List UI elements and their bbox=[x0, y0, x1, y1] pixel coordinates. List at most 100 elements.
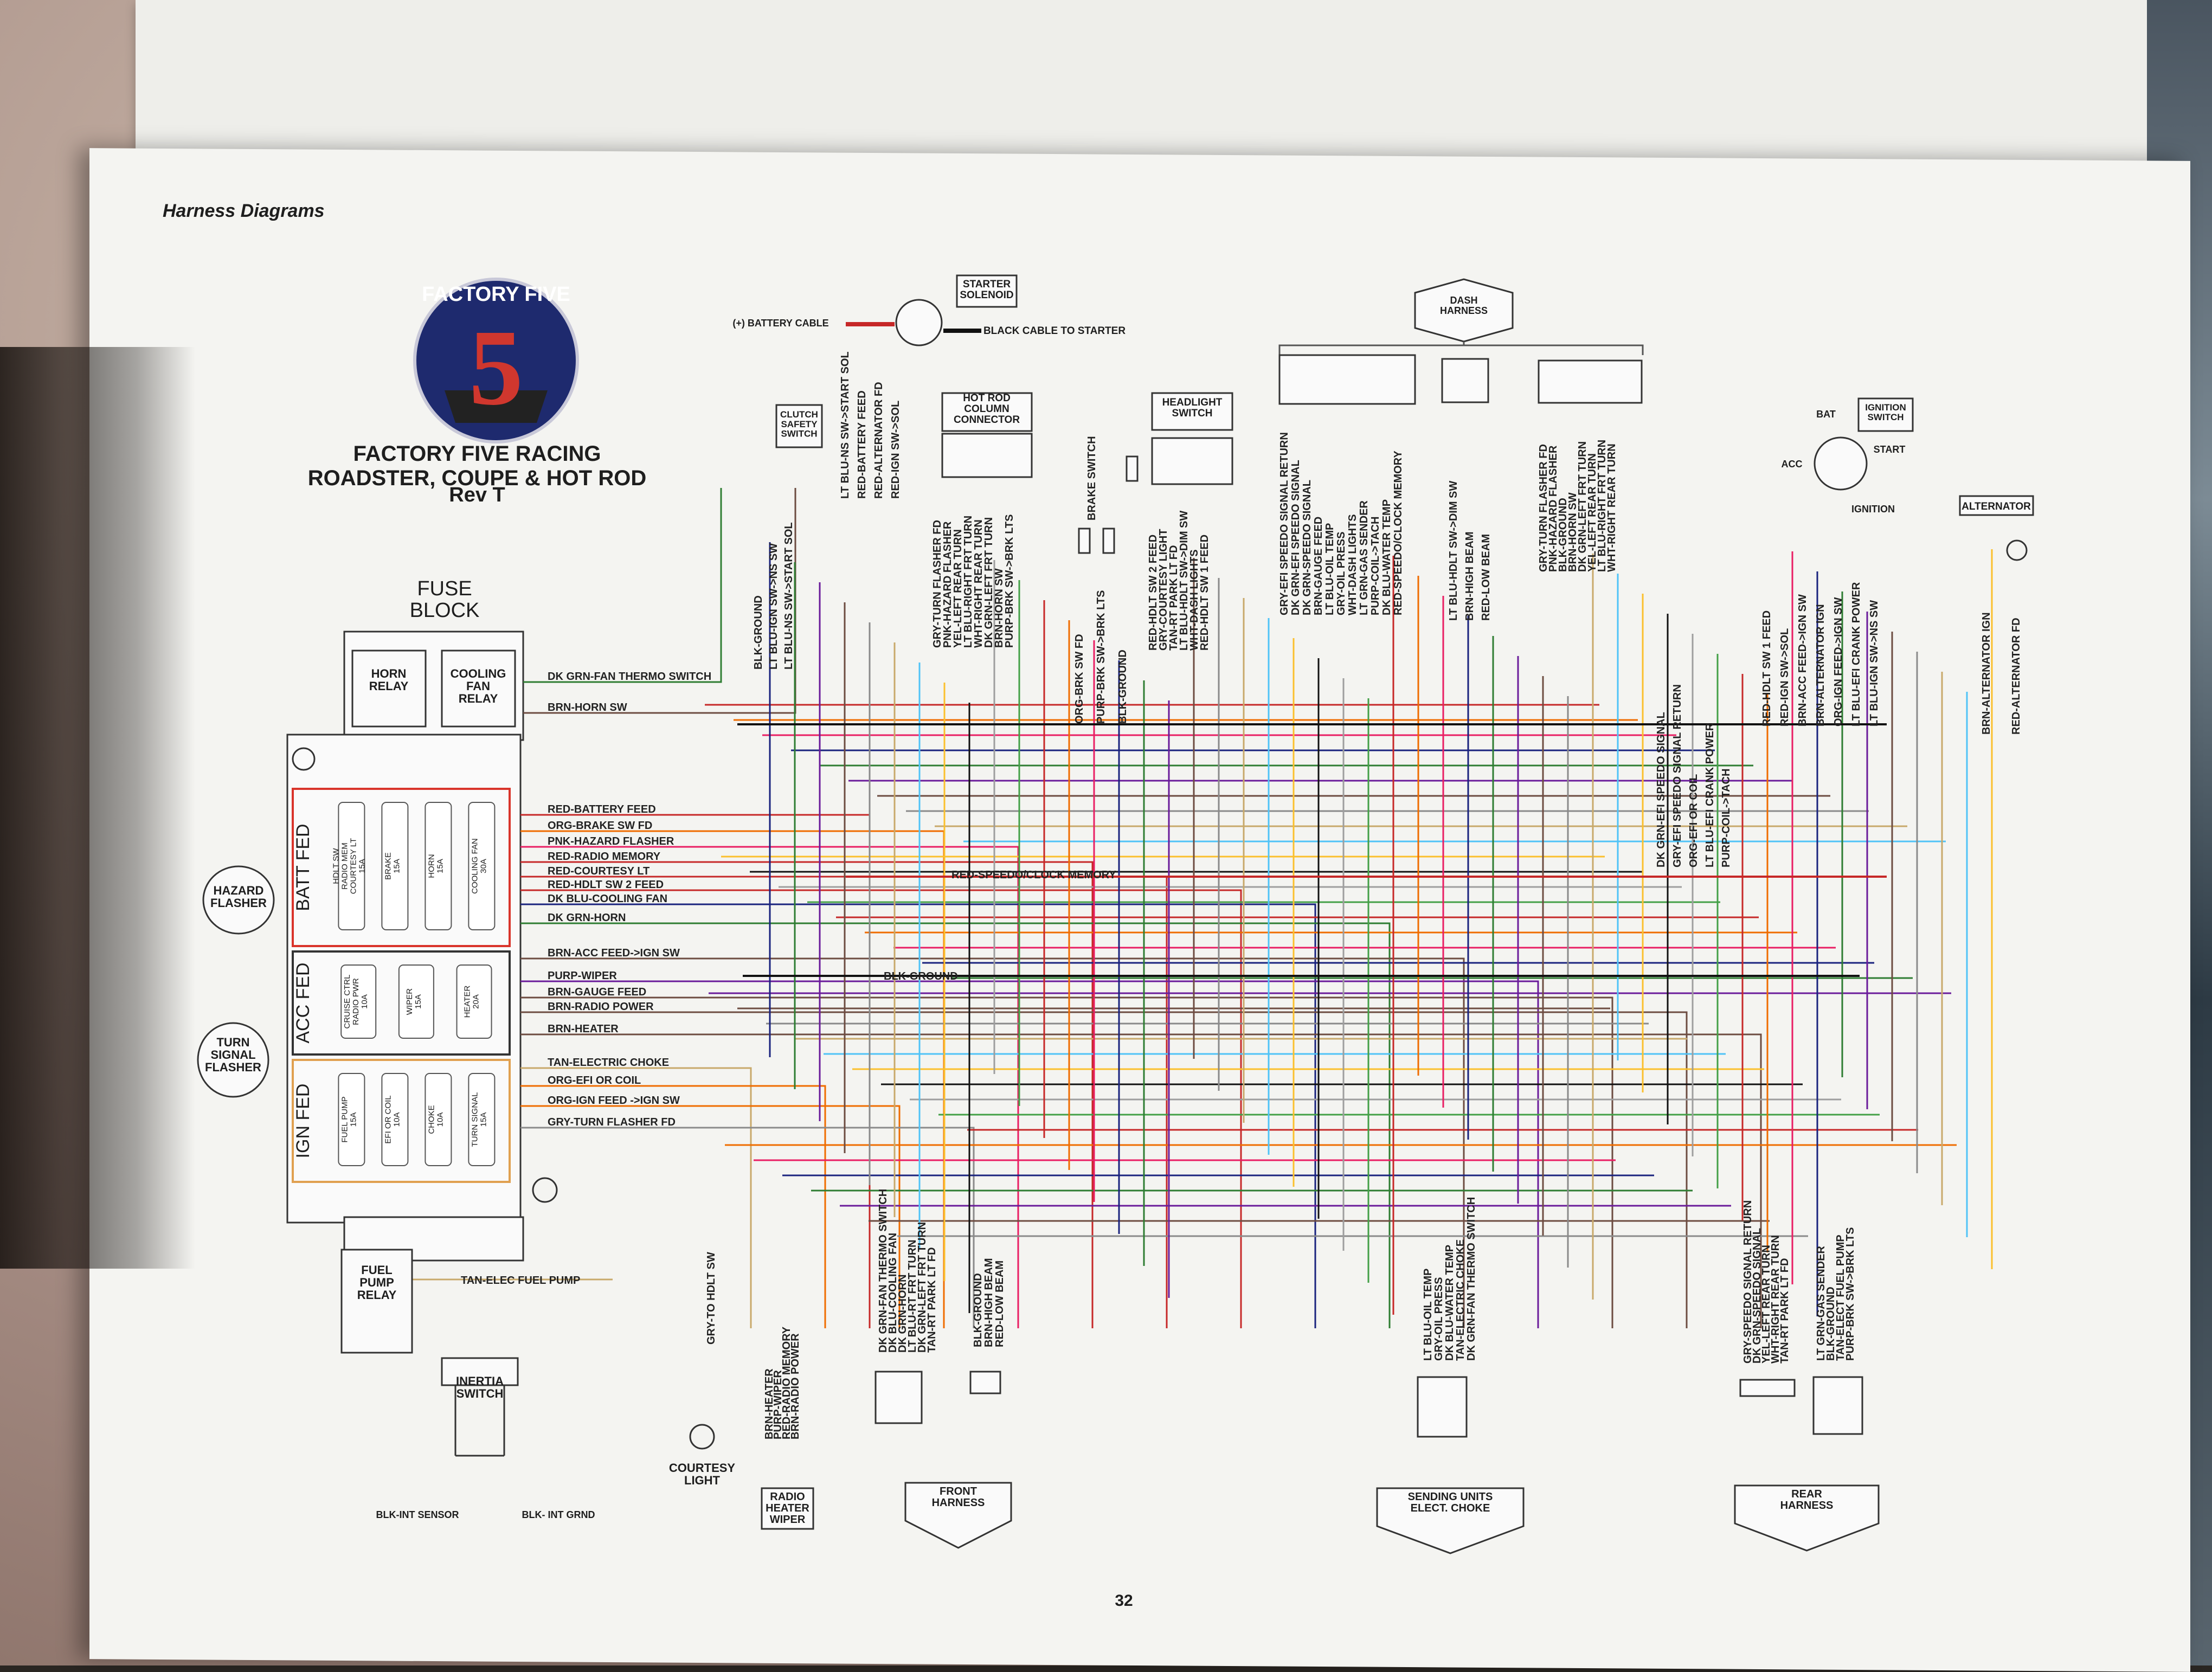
fuse bbox=[381, 802, 409, 930]
starter-wire-label: RED-BATTERY FEED bbox=[856, 390, 868, 499]
wire bbox=[661, 1085, 826, 1328]
fuse bbox=[425, 1073, 452, 1166]
fuse-section-frame bbox=[292, 1059, 511, 1183]
tan-fuel-pump-label: TAN-ELEC FUEL PUMP bbox=[461, 1275, 580, 1287]
clutch-wire-label: LT BLU-IGN SW->NS SW bbox=[768, 543, 780, 670]
hot-rod-column-header bbox=[941, 392, 1033, 432]
alt-wire-label: BRN-ALTERNATOR IGN bbox=[1980, 612, 1992, 735]
headlight-wire-label: WHT-DASH LIGHTS bbox=[1188, 549, 1200, 651]
hazard-flasher bbox=[202, 865, 275, 935]
sending-wire-label: GRY-OIL PRESS bbox=[1433, 1277, 1445, 1361]
efi-wire-label: GRY-EFI SPEEDO SIGNAL RETURN bbox=[1671, 684, 1683, 867]
headlight-switch-header bbox=[1151, 392, 1233, 431]
column-wire-label: BRN-HORN SW bbox=[993, 568, 1005, 648]
dash-wire-c-label: GRY-TURN FLASHER FD bbox=[1538, 444, 1549, 572]
dash-wire-a-label: GRY-OIL PRESS bbox=[1335, 532, 1347, 615]
fuse-section-name: IGN FED bbox=[293, 1084, 313, 1159]
radio-harness bbox=[761, 1487, 814, 1530]
fuse-wire-label: DK GRN-FAN THERMO SWITCH bbox=[548, 671, 711, 683]
fuse-wire-label: ORG-EFI OR COIL bbox=[548, 1075, 641, 1086]
brake-wire-label: ORG-BRK SW FD bbox=[1073, 634, 1085, 724]
black-cable-label: BLACK CABLE TO STARTER bbox=[983, 325, 1126, 337]
fuse-wire-label: BRN-GAUGE FEED bbox=[548, 986, 646, 998]
alt-wire-label: RED-ALTERNATOR FD bbox=[2010, 618, 2022, 735]
wire bbox=[661, 996, 1613, 1328]
fuse-wire-label: GRY-TURN FLASHER FD bbox=[548, 1116, 676, 1128]
fuse-label: EFI OR COIL10A bbox=[383, 1095, 401, 1143]
wire bbox=[661, 846, 1019, 1328]
fuse-wire-label: PURP-WIPER bbox=[548, 970, 617, 982]
ign-acc-label: ACC bbox=[1782, 459, 1803, 470]
rear-b-wire-label: BLK-GROUND bbox=[1825, 1287, 1837, 1361]
ign-wire-label: RED-IGN SW->SOL bbox=[1779, 628, 1791, 726]
rear-a-wire-label: WHT-RIGHT REAR TURN bbox=[1770, 1235, 1782, 1364]
brake-switch-label: BRAKE SWITCH bbox=[1086, 436, 1098, 520]
fuse-label: HORN15A bbox=[427, 854, 445, 878]
column-wire-label: GRY-TURN FLASHER FD bbox=[931, 520, 943, 648]
sending-wire-label: DK BLU-WATER TEMP bbox=[1444, 1245, 1456, 1361]
rear-a-wire-label: YEL-LEFT REAR TURN bbox=[1760, 1245, 1772, 1364]
fuse bbox=[398, 964, 434, 1039]
courtesy-light bbox=[689, 1424, 715, 1450]
brake-wire-label: PURP-BRK SW->BRK LTS bbox=[1095, 590, 1107, 724]
fuse-section-frame bbox=[292, 950, 511, 1056]
turn-signal-flasher bbox=[197, 1022, 269, 1098]
fuel-pump-relay bbox=[340, 1249, 413, 1354]
dash-wire-c-label: PNK-HAZARD FLASHER bbox=[1547, 445, 1559, 572]
wire bbox=[661, 814, 871, 1328]
previous-page bbox=[136, 0, 2158, 179]
wire bbox=[661, 1033, 1762, 1328]
radio-wire-label: BRN-HEATER bbox=[763, 1368, 775, 1439]
headlight-switch-connector bbox=[1151, 437, 1233, 485]
fuse-wire-label: BRN-HORN SW bbox=[548, 702, 627, 713]
dash-wire-c-label: BLK-GROUND bbox=[1557, 498, 1569, 572]
alternator-terminal bbox=[2006, 539, 2028, 561]
starter-wire-label: LT BLU-NS SW->START SOL bbox=[839, 351, 851, 499]
rear-harness bbox=[1734, 1484, 1880, 1552]
fuse-label: COOLING FAN30A bbox=[470, 838, 488, 894]
vertical-labels: RED-SPEEDO/CLOCK MEMORYBLK-GROUNDTAN-ELE… bbox=[461, 351, 2022, 1439]
fuse-wire-label: DK BLU-COOLING FAN bbox=[548, 893, 667, 905]
dash-wire-a-label: DK GRN-SPEEDO SIGNAL bbox=[1301, 480, 1313, 615]
fuse bbox=[468, 802, 496, 930]
fuse-wire-label: RED-COURTESY LT bbox=[548, 865, 650, 877]
harness-connector bbox=[1812, 1376, 1863, 1435]
starter-solenoid bbox=[895, 299, 943, 346]
fuse-wire-label: BRN-RADIO POWER bbox=[548, 1001, 654, 1013]
ign-wire-label: ORG-IGN FEED->IGN SW bbox=[1832, 597, 1844, 726]
wire bbox=[661, 903, 1316, 1328]
ign-bat-label: BAT bbox=[1816, 409, 1836, 420]
rear-a-wire-label: DK GRN-SPEEDO SIGNAL bbox=[1751, 1228, 1763, 1364]
fuse-wire-label: ORG-IGN FEED ->IGN SW bbox=[548, 1095, 680, 1107]
fuse bbox=[425, 802, 452, 930]
ign-wire-label: BRN-ALTERNATOR IGN bbox=[1815, 604, 1827, 726]
column-wire-label: PURP-BRK SW->BRK LTS bbox=[1004, 515, 1015, 648]
dash-wire-b-label: RED-LOW BEAM bbox=[1480, 534, 1492, 621]
headlight-wire-label: GRY-COURTESY LIGHT bbox=[1158, 529, 1169, 651]
ign-wire-label: RED-HDLT SW 1 FEED bbox=[1761, 610, 1773, 726]
starter-wire-label: RED-IGN SW->SOL bbox=[890, 401, 902, 499]
ign-wire-label: BRN-ACC FEED->IGN SW bbox=[1797, 594, 1809, 726]
wire bbox=[661, 488, 722, 683]
fuse-label: TURN SIGNAL15A bbox=[470, 1092, 488, 1147]
fuse-label: CHOKE10A bbox=[427, 1105, 445, 1134]
dash-wire-b-label: LT BLU-HDLT SW->DIM SW bbox=[1448, 481, 1459, 621]
logo-text: FACTORY FIVE bbox=[422, 283, 570, 306]
sending-wire-label: DK GRN-FAN THERMO SWITCH bbox=[1465, 1197, 1477, 1361]
efi-wire-label: PURP-COIL->TACH bbox=[1720, 769, 1732, 867]
blk-ground-label: BLK-GROUND bbox=[884, 970, 958, 982]
efi-wire-label: LT BLU-EFI CRANK POWER bbox=[1704, 723, 1716, 867]
wire bbox=[661, 1067, 752, 1328]
inertia-sensor-label: BLK-INT SENSOR bbox=[376, 1509, 459, 1520]
dash-wire-b-label: BRN-HIGH BEAM bbox=[1464, 532, 1476, 621]
harness-connector bbox=[874, 1371, 923, 1424]
